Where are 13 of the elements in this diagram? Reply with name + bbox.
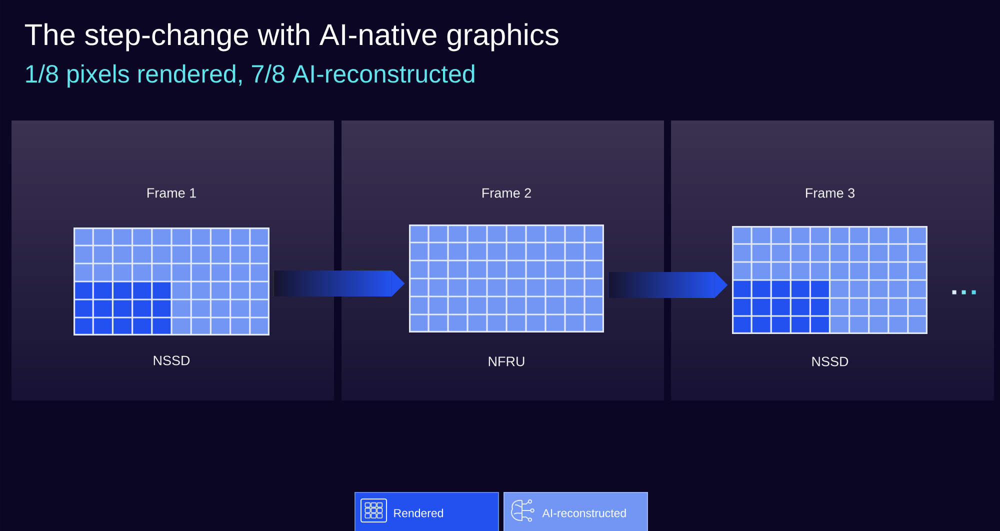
title: The step-change with AI-native graphics — [24, 23, 558, 52]
legend-label: AI-reconstructed — [542, 508, 626, 518]
pixel-grid — [74, 228, 270, 336]
subtitle: 1/8 pixels rendered, 7/8 AI-reconstructed — [26, 64, 474, 88]
panel-caption: NFRU — [488, 356, 524, 366]
panel-caption: NSSD — [812, 356, 848, 366]
legend-label: Rendered — [394, 508, 443, 518]
panel-heading: Frame 3 — [806, 188, 854, 198]
panel-caption: NSSD — [154, 356, 190, 366]
panel-heading: Frame 1 — [148, 188, 196, 198]
pixel-grid — [732, 226, 928, 334]
pixel-grid — [409, 224, 604, 332]
panel-heading: Frame 2 — [482, 188, 531, 198]
